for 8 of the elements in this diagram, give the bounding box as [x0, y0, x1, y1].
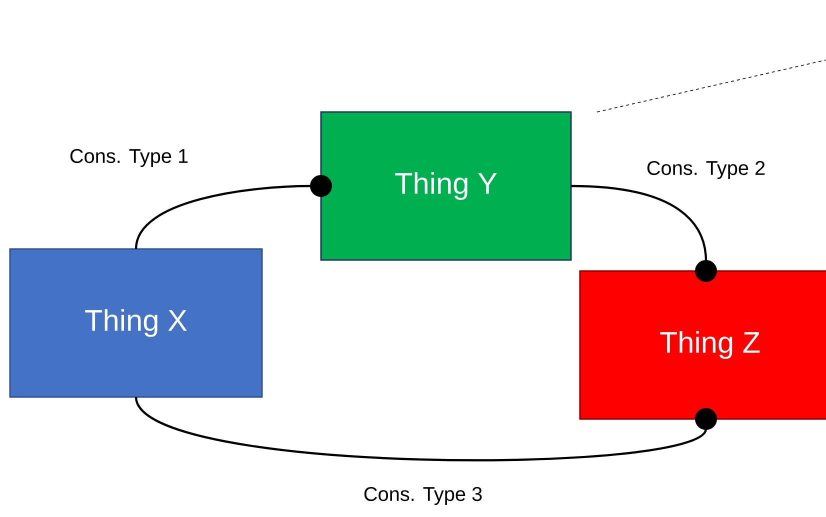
edge-label: Cons. Type 1: [68, 148, 190, 168]
edge-label: Cons. Type 3: [362, 486, 484, 506]
connector: [570, 184, 717, 282]
process-box: Thing Y: [320, 111, 572, 261]
process-box: Thing Z: [579, 270, 826, 420]
process-box: Thing X: [9, 248, 263, 398]
connector: [134, 175, 332, 250]
edge-label: Cons. Type 2: [645, 160, 767, 180]
